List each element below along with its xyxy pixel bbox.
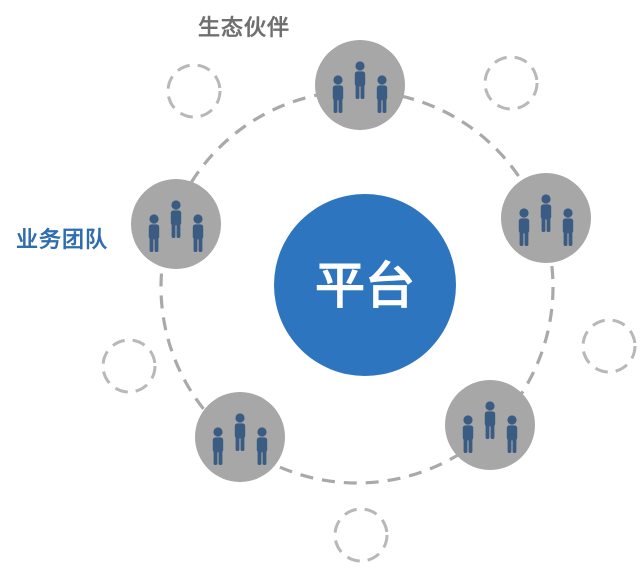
team-node-left [131, 179, 221, 269]
orbit-ring [159, 89, 555, 485]
empty-slot-icon [101, 338, 157, 394]
team-node-right [501, 173, 591, 263]
empty-slot-icon [166, 63, 222, 119]
empty-slot-icon [581, 318, 637, 374]
platform-center-circle [274, 194, 456, 376]
team-node-bottom-left [195, 392, 285, 482]
business-team-label: 业务团队 [16, 228, 109, 253]
ecosystem-partners-label: 生态伙伴 [198, 16, 291, 41]
empty-slot-icon [483, 55, 539, 111]
empty-slot-icon [333, 507, 389, 563]
platform-center-label: 平台 [315, 257, 415, 315]
team-node-bottom-right [445, 380, 535, 470]
team-node-top [315, 40, 405, 130]
